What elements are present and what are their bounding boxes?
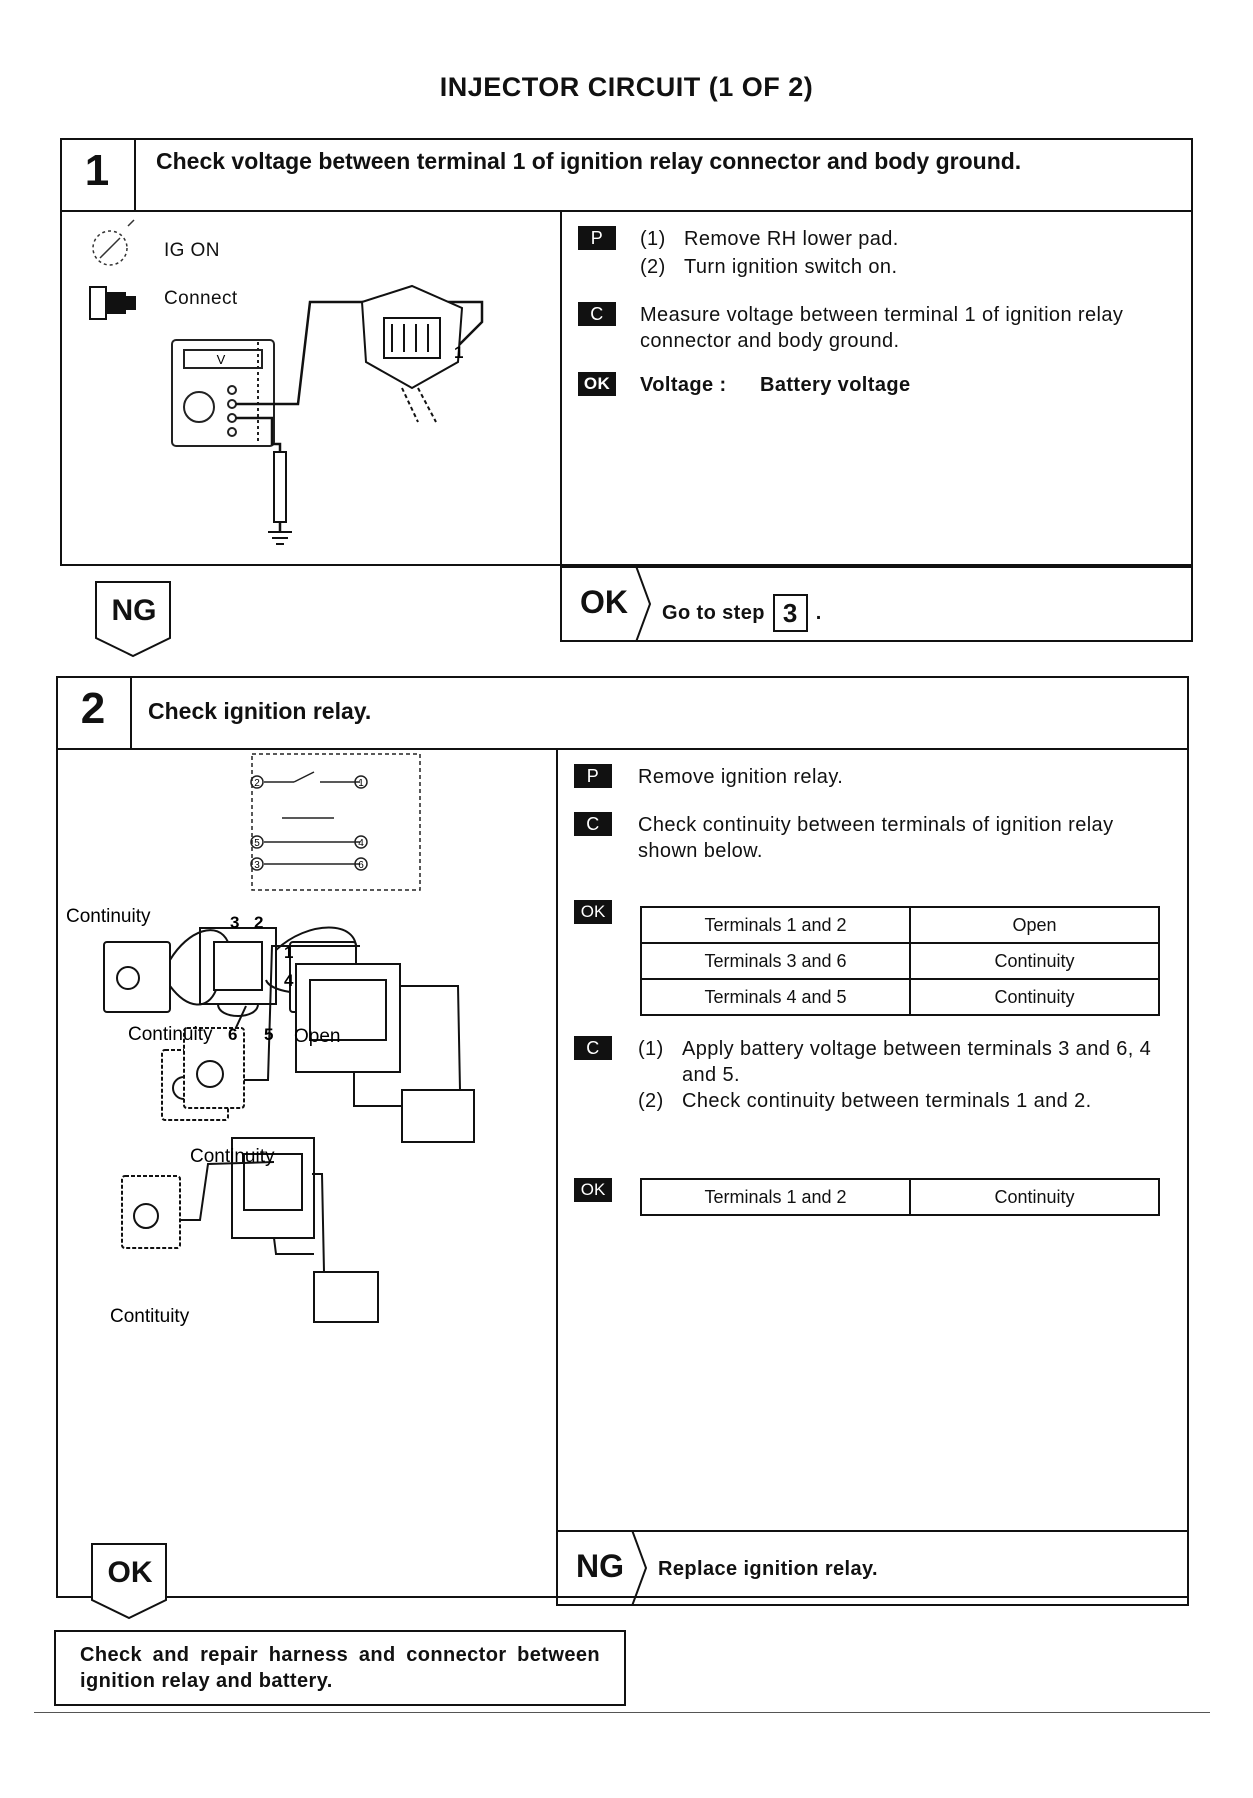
table-cell: Terminals 4 and 5 — [640, 978, 911, 1016]
ng-label: NG — [111, 594, 157, 627]
step1-col-divider — [560, 210, 562, 566]
step2-frame — [56, 676, 1189, 1598]
open-label: Open — [294, 1026, 340, 1047]
step1-heading: Check voltage between terminal 1 of igni… — [156, 148, 1022, 174]
step1-ok-text: Go to step 3 . — [662, 594, 822, 632]
pin1-label: 1 — [284, 943, 293, 962]
step2-diagram: 2 1 5 4 3 6 — [66, 753, 475, 1327]
continuity-label-3: Continuity — [190, 1146, 275, 1167]
table-cell: Continuity — [909, 1178, 1160, 1216]
sch-pin5: 5 — [254, 838, 260, 849]
sch-pin1: 1 — [358, 778, 364, 789]
table-cell: Terminals 1 and 2 — [640, 906, 911, 944]
check-text: Apply battery voltage between terminals … — [682, 1038, 1152, 1086]
page-title: INJECTOR CIRCUIT (1 OF 2) — [439, 72, 814, 102]
table-cell: Terminals 3 and 6 — [640, 942, 911, 980]
ng-badge — [95, 581, 171, 658]
step2-proc: P Remove ignition relay. C Check continu… — [574, 764, 1174, 864]
p-tag: P — [574, 764, 612, 788]
ok-spec-label: Voltage : — [640, 374, 727, 396]
final-action-box: Check and repair harness and connector b… — [54, 1630, 626, 1706]
arrow-separator — [635, 566, 652, 642]
sch-pin3: 3 — [254, 860, 260, 871]
relay-battery-test-2 — [121, 1137, 379, 1323]
relay-connector — [360, 284, 464, 423]
step2-ng-text: Replace ignition relay. — [658, 1558, 879, 1580]
pin3-label: 3 — [230, 913, 239, 932]
ok-spec-value: Battery voltage — [760, 374, 911, 396]
ok-badge — [91, 1543, 167, 1620]
check-num: (2) — [638, 1090, 664, 1112]
terminal-label: 1 — [454, 343, 463, 362]
check-text: Measure voltage between terminal 1 of ig… — [640, 304, 1124, 352]
meter-label: V — [217, 352, 226, 367]
step2-ng-frame — [556, 1530, 1189, 1606]
step1-ok-word: OK — [580, 584, 628, 620]
table-cell: Continuity — [909, 978, 1160, 1016]
step1-frame — [60, 138, 1193, 566]
check-text: Check continuity between terminals of ig… — [638, 814, 1114, 862]
c-tag: C — [578, 302, 616, 326]
table-cell: Continuity — [909, 942, 1160, 980]
step2-col-divider — [556, 748, 558, 1598]
ground-symbol — [268, 531, 292, 545]
ok-label: OK — [107, 1556, 153, 1589]
step1-proc: P (1) Remove RH lower pad. (2) Turn igni… — [578, 226, 1178, 398]
proc-text: Remove RH lower pad. — [684, 228, 899, 250]
ground-probe — [273, 451, 287, 523]
step1-ok-frame — [560, 566, 1193, 642]
check-num: (1) — [638, 1038, 664, 1060]
connect-label: Connect — [164, 288, 238, 309]
check-text: Check continuity between terminals 1 and… — [682, 1090, 1092, 1112]
sch-pin2: 2 — [254, 778, 260, 789]
contituity-label: Contituity — [110, 1306, 190, 1327]
pin2-label: 2 — [254, 913, 263, 932]
bottom-rule — [34, 1712, 1210, 1713]
c-tag: C — [574, 812, 612, 836]
connect-icon — [89, 286, 136, 320]
continuity-label-2: Continuity — [128, 1024, 213, 1045]
c-tag: C — [574, 1036, 612, 1060]
ok-tag: OK — [574, 900, 612, 924]
proc-num: (1) — [640, 228, 666, 250]
pin6-label: 6 — [228, 1025, 237, 1044]
arrow-separator — [631, 1530, 648, 1606]
step2-number: 2 — [80, 684, 106, 733]
table-cell: Open — [909, 906, 1160, 944]
step2-check2: C (1) Apply battery voltage between term… — [574, 1036, 1174, 1114]
proc-text: Remove ignition relay. — [638, 766, 844, 788]
sch-pin4: 4 — [358, 838, 364, 849]
pin5-label: 5 — [264, 1025, 273, 1044]
step2-heading: Check ignition relay. — [148, 698, 372, 724]
ok-tag: OK — [574, 1178, 612, 1202]
table-cell: Terminals 1 and 2 — [640, 1178, 911, 1216]
ig-on-label: IG ON — [164, 240, 220, 261]
proc-text: Turn ignition switch on. — [684, 256, 898, 278]
pin4-label: 4 — [284, 971, 294, 990]
step1-num-divider — [134, 138, 136, 210]
step1-number: 1 — [84, 146, 110, 195]
ok-tag: OK — [578, 372, 616, 396]
p-tag: P — [578, 226, 616, 250]
step1-head-divider — [60, 210, 1193, 212]
step1-diagram: 1 V — [89, 219, 484, 545]
relay-schematic — [250, 753, 421, 891]
step2-ng-word: NG — [576, 1548, 624, 1584]
relay-battery-test-1 — [183, 945, 475, 1143]
voltmeter-icon — [171, 339, 275, 447]
sch-pin6: 6 — [358, 860, 364, 871]
step2-num-divider — [130, 676, 132, 748]
proc-num: (2) — [640, 256, 666, 278]
continuity-label-1: Continuity — [66, 906, 151, 927]
step2-head-divider — [56, 748, 1189, 750]
ignition-key-icon — [92, 219, 135, 266]
goto-step-box[interactable]: 3 — [772, 594, 808, 632]
